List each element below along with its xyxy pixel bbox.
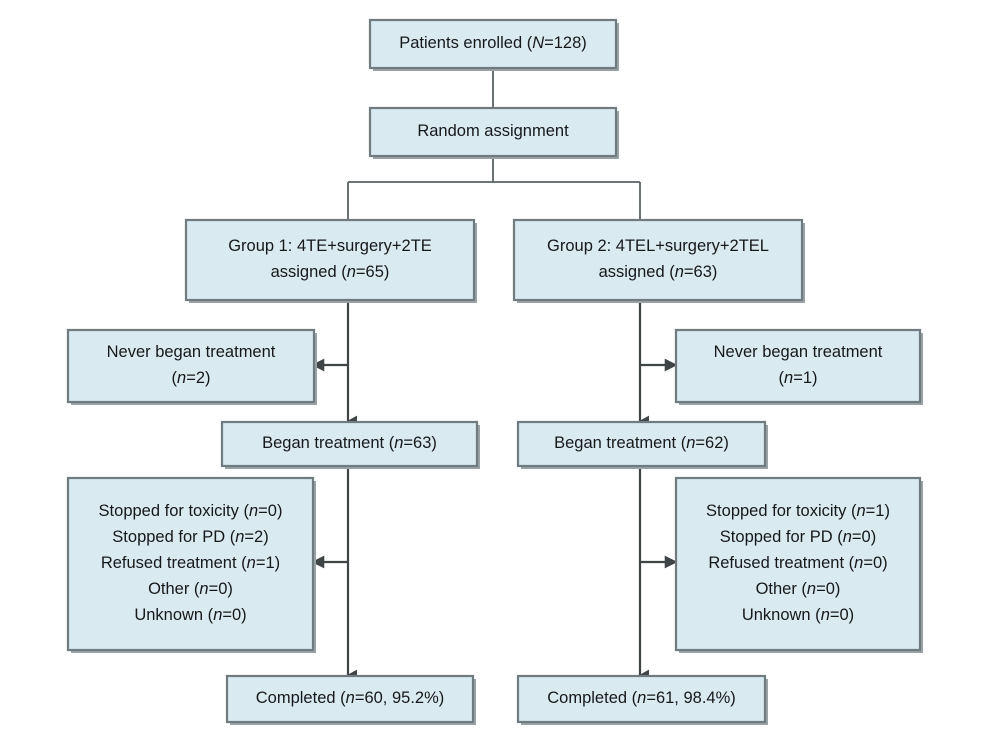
flow-node-box[interactable] [674,328,922,404]
flow-node-label: (n=2) [172,369,211,387]
flow-node-label: Stopped for toxicity (n=1) [706,502,890,520]
flow-node-box[interactable] [674,476,922,652]
flow-node-box[interactable] [225,674,475,724]
flow-node-group-2-assigned[interactable]: Group 2: 4TEL+surgery+2TEL assigned (n=63… [512,218,805,303]
flow-node-label: assigned (n=63) [599,263,718,281]
flow-node-label: Never began treatment [714,343,883,361]
flow-node-box[interactable] [516,674,767,724]
node-layer: Patients enrolled (N=128) Random assignme… [66,18,923,725]
flow-node-label: assigned (n=65) [271,263,390,281]
flow-node-box[interactable] [184,218,476,302]
flow-node-completed-group-1[interactable]: Completed (n=60, 95.2%) [225,674,476,725]
flow-node-label: Unknown (n=0) [742,606,854,624]
flow-node-box[interactable] [66,328,316,404]
flow-node-label: Group 2: 4TEL+surgery+2TEL [547,237,769,255]
flow-node-label: Stopped for PD (n=2) [112,528,268,546]
flow-node-group-1-assigned[interactable]: Group 1: 4TE+surgery+2TE assigned (n=65) [184,218,477,303]
flow-node-box[interactable] [66,476,315,652]
flow-node-box[interactable] [512,218,804,302]
flow-node-label: Completed (n=60, 95.2%) [256,689,445,707]
flow-node-label: Other (n=0) [148,580,233,598]
flow-node-label: Random assignment [417,122,569,140]
flow-node-discontinuation-reasons-group-1[interactable]: Stopped for toxicity (n=0) Stopped for PD… [66,476,316,653]
flow-node-box[interactable] [220,420,479,468]
flow-node-patients-enrolled[interactable]: Patients enrolled (N=128) [368,18,619,71]
flow-node-discontinuation-reasons-group-2[interactable]: Stopped for toxicity (n=1) Stopped for PD… [674,476,923,653]
flow-node-label: Never began treatment [107,343,276,361]
flow-node-box[interactable] [516,420,767,468]
flow-node-never-began-treatment-group-1[interactable]: Never began treatment (n=2) [66,328,317,405]
flow-node-label: Other (n=0) [756,580,841,598]
flow-node-label: Refused treatment (n=0) [708,554,887,572]
flow-node-random-assignment[interactable]: Random assignment [368,106,619,159]
flow-node-never-began-treatment-group-2[interactable]: Never began treatment (n=1) [674,328,923,405]
flow-node-label: Stopped for toxicity (n=0) [99,502,283,520]
flow-node-label: Unknown (n=0) [134,606,246,624]
flow-node-completed-group-2[interactable]: Completed (n=61, 98.4%) [516,674,768,725]
flow-node-label: Began treatment (n=62) [554,434,729,452]
flow-node-began-treatment-group-2[interactable]: Began treatment (n=62) [516,420,768,469]
connector-layer [311,68,678,683]
flow-node-label: Group 1: 4TE+surgery+2TE [228,237,432,255]
flow-node-label: Completed (n=61, 98.4%) [547,689,736,707]
flow-node-began-treatment-group-1[interactable]: Began treatment (n=63) [220,420,480,469]
flow-node-box[interactable] [368,18,618,70]
flow-node-label: (n=1) [779,369,818,387]
flow-node-label: Refused treatment (n=1) [101,554,280,572]
flow-node-label: Stopped for PD (n=0) [720,528,876,546]
flow-node-label: Began treatment (n=63) [262,434,437,452]
flow-node-label: Patients enrolled (N=128) [399,34,587,52]
flow-node-box[interactable] [368,106,618,158]
